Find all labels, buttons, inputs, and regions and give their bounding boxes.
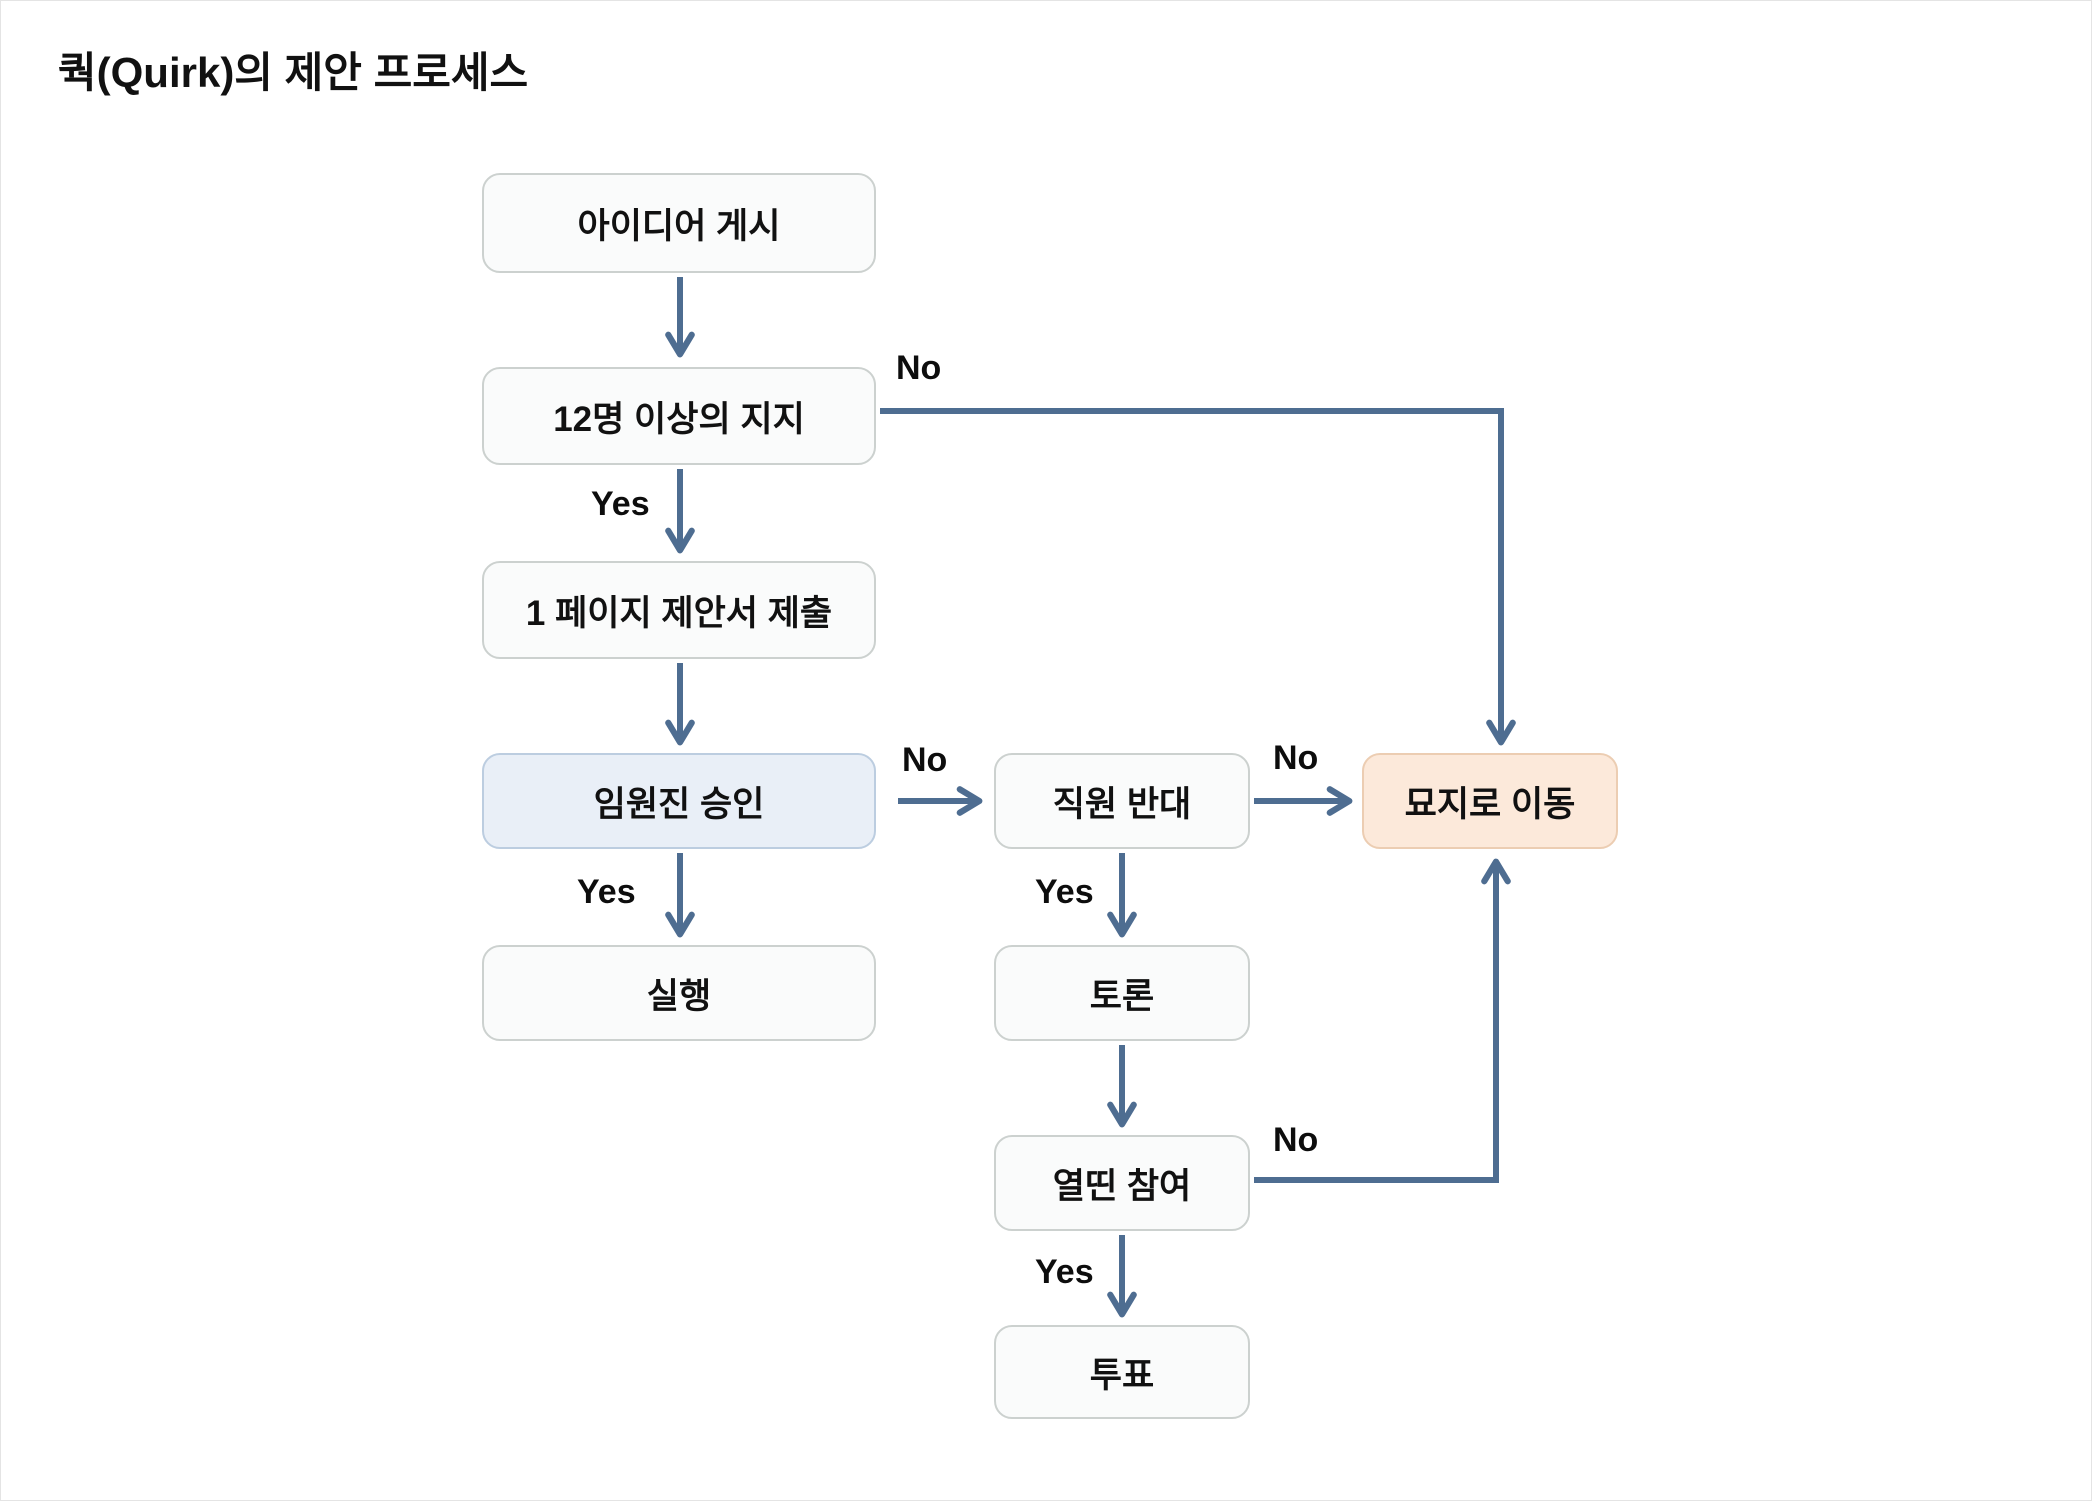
node-one-page-proposal: 1 페이지 제안서 제출 xyxy=(482,561,876,659)
edge-label-no-oppose: No xyxy=(1273,739,1319,777)
edge-label-no-heated: No xyxy=(1273,1121,1319,1159)
node-execute: 실행 xyxy=(482,945,876,1041)
node-executive-approval: 임원진 승인 xyxy=(482,753,876,849)
edge-label-yes-heated: Yes xyxy=(1035,1253,1094,1291)
node-employee-opposition: 직원 반대 xyxy=(994,753,1250,849)
node-discussion: 토론 xyxy=(994,945,1250,1041)
node-vote: 투표 xyxy=(994,1325,1250,1419)
node-heated-participation: 열띤 참여 xyxy=(994,1135,1250,1231)
edge-support-no-to-graveyard xyxy=(880,408,1516,746)
edge-label-no-exec: No xyxy=(902,741,948,779)
node-support-12: 12명 이상의 지지 xyxy=(482,367,876,465)
node-post-idea: 아이디어 게시 xyxy=(482,173,876,273)
node-move-to-graveyard: 묘지로 이동 xyxy=(1362,753,1618,849)
edge-label-yes-oppose: Yes xyxy=(1035,873,1094,911)
edge-label-no-support: No xyxy=(896,349,942,387)
page-title: 쿽(Quirk)의 제안 프로세스 xyxy=(58,49,529,96)
edge-label-yes-exec: Yes xyxy=(577,873,636,911)
edge-label-yes-support: Yes xyxy=(591,485,650,523)
